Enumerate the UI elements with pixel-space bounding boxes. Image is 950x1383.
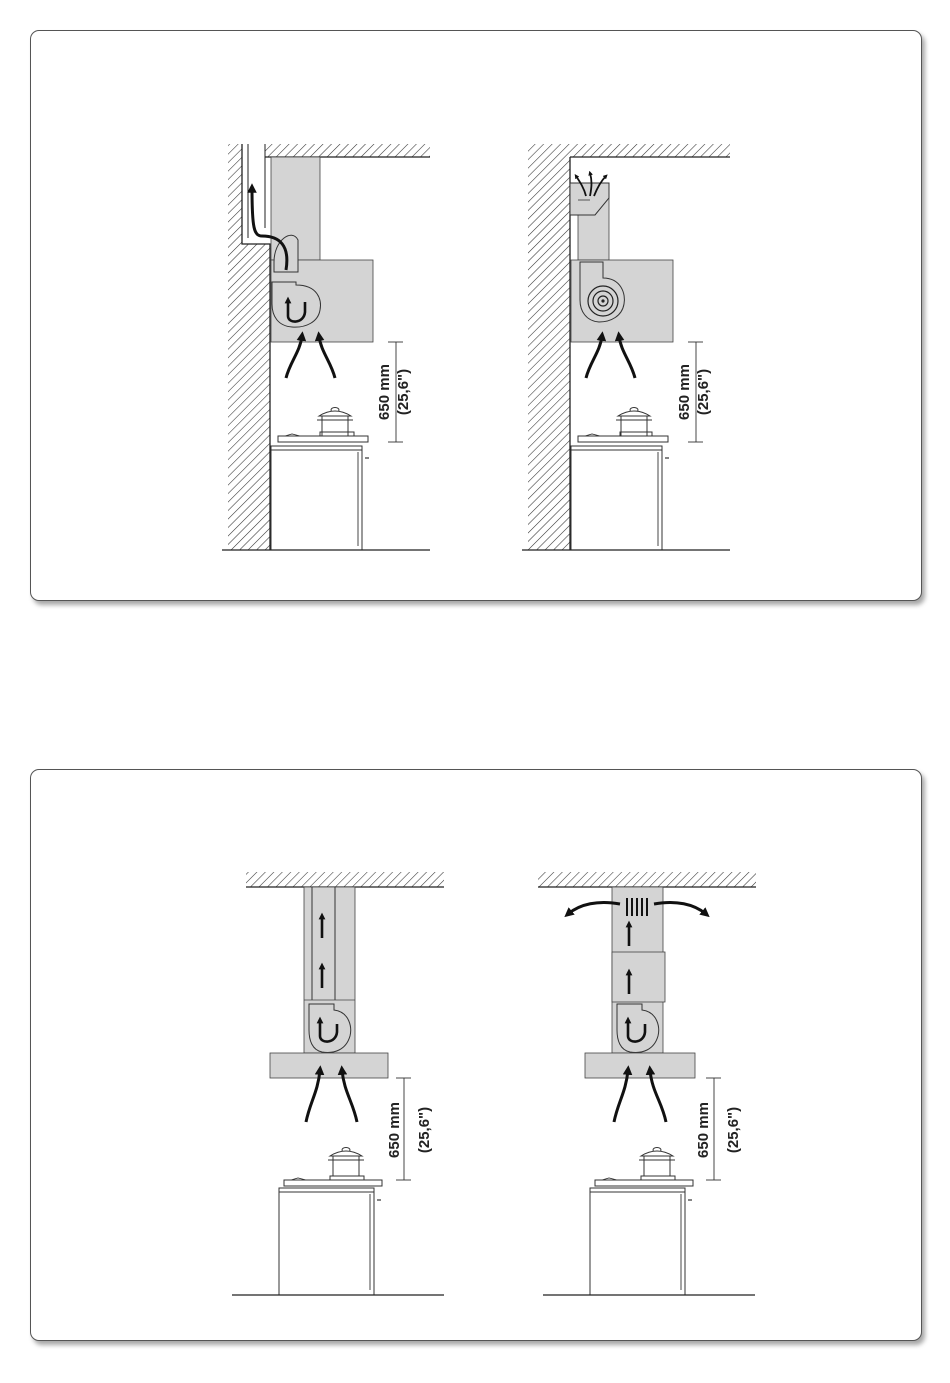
distance-label-imperial: (25,6") xyxy=(695,369,712,415)
distance-label: 650 mm xyxy=(376,364,393,420)
distance-label: 650 mm xyxy=(386,1102,403,1158)
ceiling-hatching xyxy=(538,872,756,887)
cooking-pot xyxy=(639,1148,675,1177)
carbon-filter-icon xyxy=(588,286,618,316)
wall-hatching xyxy=(228,144,270,550)
hood-canopy xyxy=(585,1053,695,1078)
ceiling-hatching xyxy=(570,144,730,157)
distance-label-imperial: (25,6") xyxy=(416,1107,433,1153)
wall-hatching xyxy=(528,144,570,550)
diagram-wall-ducted xyxy=(222,144,430,550)
distance-label-imperial: (25,6") xyxy=(725,1107,742,1153)
stove-cabinet xyxy=(590,1188,692,1295)
ceiling-hatching xyxy=(246,872,444,887)
diagram-wall-recirculating xyxy=(522,144,730,550)
stove-cabinet xyxy=(279,1188,381,1295)
distance-label: 650 mm xyxy=(676,364,693,420)
hood-canopy xyxy=(270,1053,388,1078)
distance-label: 650 mm xyxy=(695,1102,712,1158)
cooktop xyxy=(595,1176,693,1186)
stove-cabinet xyxy=(271,446,369,550)
ceiling-hatching xyxy=(265,144,430,157)
cooktop xyxy=(284,1176,382,1186)
diagram-island-ducted xyxy=(232,872,444,1295)
diagram-island-recirculating xyxy=(538,872,756,1295)
cooking-pot xyxy=(328,1148,364,1177)
stove-cabinet xyxy=(571,446,669,550)
distance-label-imperial: (25,6") xyxy=(395,369,412,415)
